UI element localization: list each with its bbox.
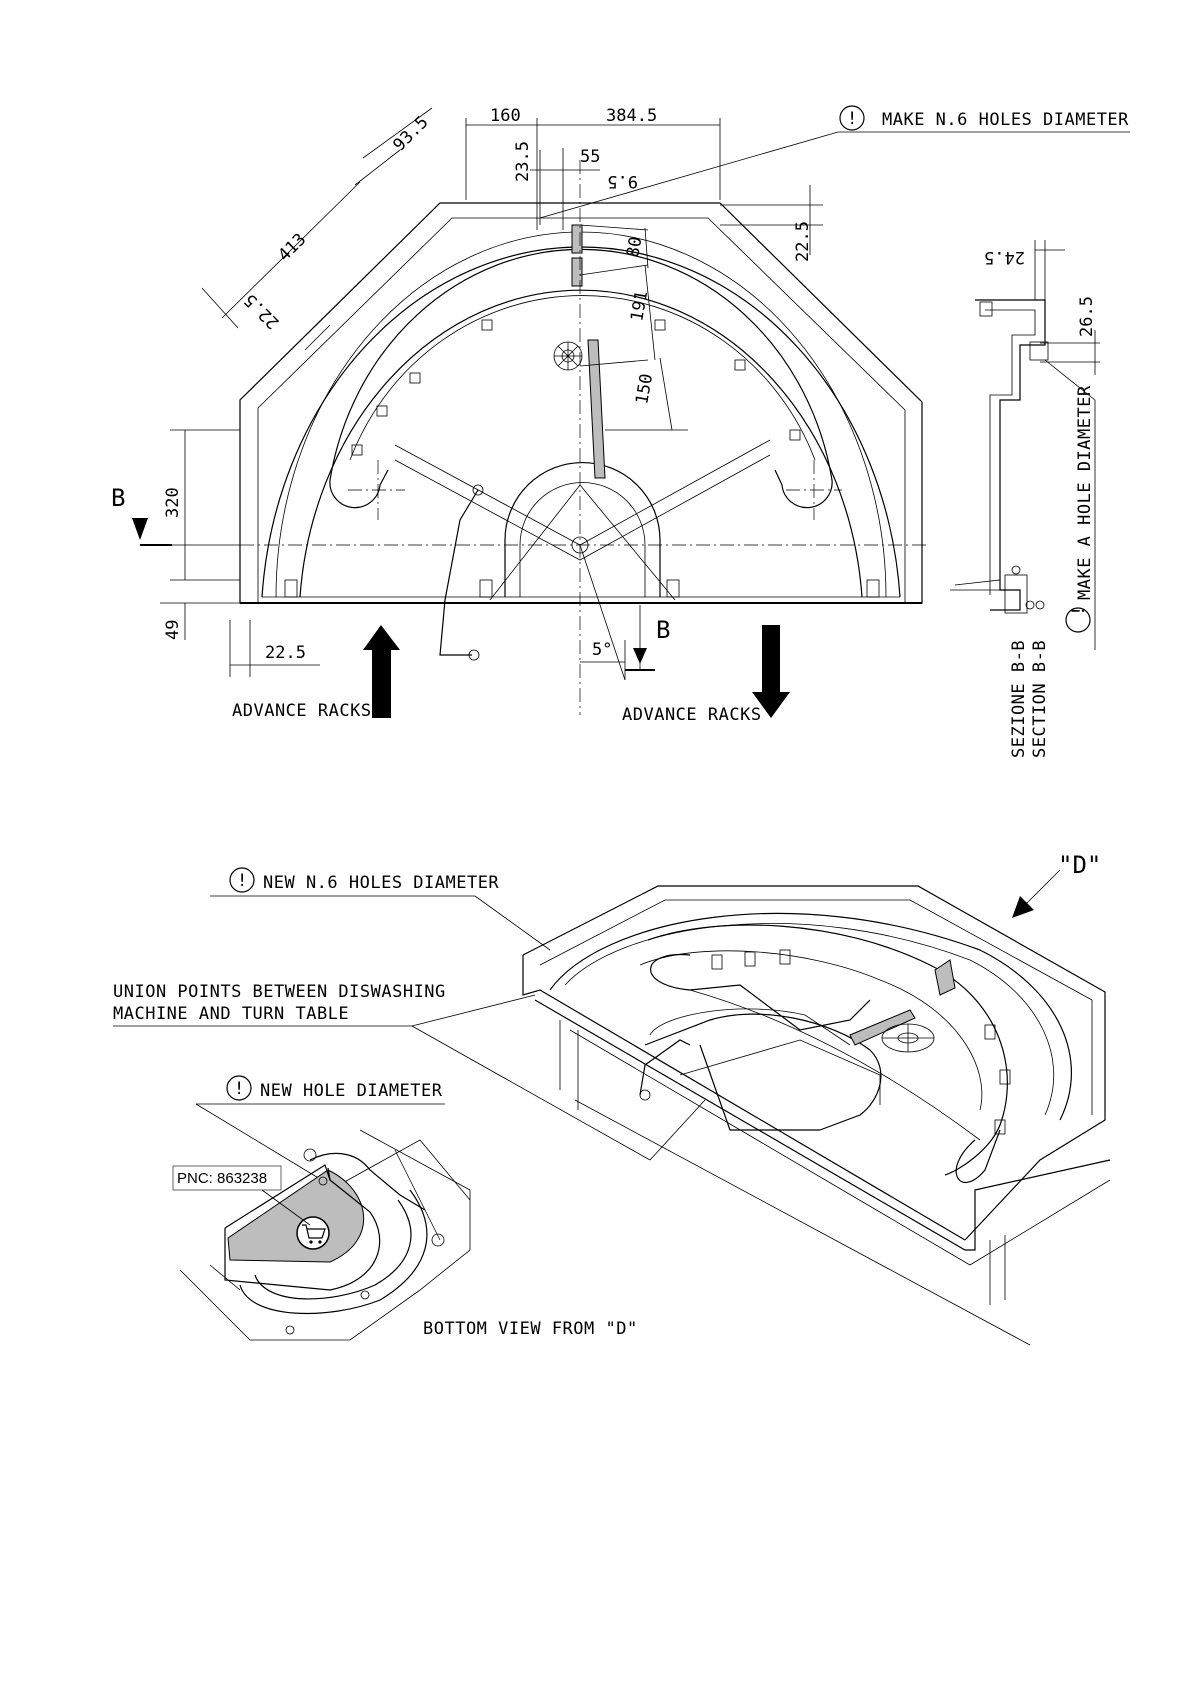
dim-150: 150 [632,372,657,406]
svg-text:!: ! [237,871,247,891]
spray-nozzle-icon-iso [881,1023,935,1053]
svg-text:!: ! [234,1079,244,1099]
shopping-cart-icon [296,1216,330,1250]
section-marker-left [132,518,172,546]
dim-23-5: 23.5 [513,141,533,182]
bottom-view-caption: BOTTOM VIEW FROM "D" [423,1319,638,1339]
isometric-view: "D" ! NEW N.6 HOLES DIAMETER UNION POINT… [113,851,1111,1346]
svg-text:!: ! [1069,606,1089,616]
dim-160: 160 [490,106,521,126]
dim-80: 80 [623,235,646,259]
section-title-italian: SEZIONE B-B [1009,640,1029,758]
pnc-code: PNC: 863238 [177,1170,267,1187]
dim-24-5: 24.5 [984,247,1025,267]
dim-5-degree: 5° [592,640,612,660]
attention-icon-new-holes: ! [229,867,255,893]
note-union-points-line1: UNION POINTS BETWEEN DISWASHING [113,982,446,1002]
dim-191: 191 [627,289,652,323]
plan-view: 160 384.5 55 23.5 9.5 93.5 413 22.5 22.5… [111,105,1130,725]
dim-384-5: 384.5 [606,106,657,126]
attention-icon-holes: ! [839,105,865,131]
note-new-holes: NEW N.6 HOLES DIAMETER [263,873,499,893]
view-d-arrow [1012,869,1061,918]
dim-9-5: 9.5 [607,171,638,191]
bottom-view-inset: ! NEW HOLE DIAMETER [172,1075,638,1341]
view-d-label: "D" [1058,851,1101,879]
attention-icon-new-hole: ! [226,1075,252,1101]
dim-49: 49 [163,620,183,640]
note-advance-racks-left: ADVANCE RACKS [232,701,372,721]
section-title-english: SECTION B-B [1030,640,1050,758]
section-label-right: B [656,616,670,644]
dim-320: 320 [163,487,183,518]
section-view: 24.5 26.5 ! MAKE A HOLE DIAMETER SEZIONE… [950,240,1100,758]
dim-413: 413 [274,230,310,266]
dim-93-5: 93.5 [389,112,432,155]
note-make-holes: MAKE N.6 HOLES DIAMETER [882,110,1129,130]
note-new-hole: NEW HOLE DIAMETER [260,1081,443,1101]
advance-arrow-up [363,625,400,718]
advance-arrow-down [752,625,790,718]
spray-nozzle-icon [553,341,583,371]
svg-text:!: ! [847,109,857,129]
note-union-points-line2: MACHINE AND TURN TABLE [113,1004,349,1024]
dim-22-5-bottom: 22.5 [265,643,306,663]
dim-26-5: 26.5 [1077,296,1097,337]
section-marker-right [625,605,655,671]
dim-55: 55 [580,147,600,167]
section-label-left: B [111,484,125,512]
attention-icon-hole: ! [1065,606,1091,633]
note-advance-racks-right: ADVANCE RACKS [622,705,762,725]
dim-22-5-right: 22.5 [793,221,813,262]
dim-22-5-top: 22.5 [240,290,283,333]
note-make-hole: MAKE A HOLE DIAMETER [1075,385,1095,600]
